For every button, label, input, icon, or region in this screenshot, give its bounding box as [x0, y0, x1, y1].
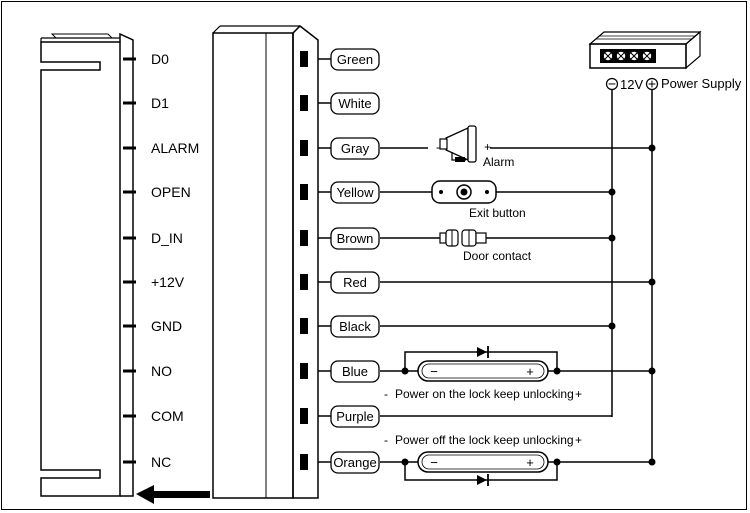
wire-label: Green — [337, 52, 373, 67]
lock-no-circuit: − + — [404, 346, 558, 382]
wire-label-box — [330, 181, 380, 204]
lock-no-plus: + — [526, 364, 534, 379]
socket-mark — [300, 408, 308, 424]
wire-label: Yellow — [336, 185, 374, 200]
socket-mark — [300, 140, 308, 156]
wire-label: Gray — [341, 141, 370, 156]
wire-label-box — [330, 271, 380, 294]
socket-mark — [300, 230, 308, 246]
wire-label-box — [330, 227, 380, 250]
alarm-minus-sign: - — [436, 140, 440, 154]
lock-nc-plus: + — [526, 455, 534, 470]
socket-mark — [300, 363, 308, 379]
lock-nc-minus: − — [430, 455, 438, 470]
pin-label: COM — [151, 408, 184, 424]
pin-label: +12V — [151, 274, 185, 290]
wire-label: Blue — [342, 364, 368, 379]
wire-label: Purple — [336, 409, 374, 424]
lock-nc-caption-plus: + — [575, 433, 582, 447]
exit-button-icon — [431, 180, 497, 204]
lock-nc-circuit: − + — [404, 451, 558, 486]
pin-label: D0 — [151, 51, 169, 67]
pin-label: NO — [151, 363, 172, 379]
alarm-siren-icon — [439, 125, 477, 163]
controller-board — [40, 32, 134, 497]
alarm-plus-sign: + — [484, 140, 491, 154]
minus-terminal-icon — [605, 77, 619, 91]
wire-label: Black — [339, 319, 371, 334]
pin-label: ALARM — [151, 140, 199, 156]
lock-nc-caption-minus: - — [384, 433, 388, 447]
lock-no-caption: Power on the lock keep unlocking — [395, 387, 574, 401]
wire-label-box — [330, 360, 380, 383]
alarm-label: Alarm — [483, 155, 514, 169]
door-contact-label: Door contact — [463, 249, 532, 263]
lock-no-caption-minus: - — [384, 387, 388, 401]
power-rails — [611, 90, 653, 462]
wire-label-box — [330, 48, 380, 71]
socket-mark — [300, 184, 308, 200]
wire-label-box — [330, 137, 380, 160]
wire-color-labels: GreenWhiteGrayYellowBrownRedBlackBluePur… — [318, 48, 380, 474]
lock-no-caption-plus: + — [575, 387, 582, 401]
exit-button-label: Exit button — [469, 206, 526, 220]
direction-arrow-icon — [136, 485, 210, 504]
wire-label-box — [330, 92, 380, 115]
socket-mark — [300, 454, 308, 470]
junction-dots — [401, 144, 656, 466]
ps-minus-sign: − — [608, 76, 616, 92]
wire-label: Orange — [333, 455, 376, 470]
wire-label: Brown — [337, 231, 374, 246]
connector-block — [212, 25, 319, 499]
socket-mark — [300, 51, 308, 67]
socket-mark — [300, 274, 308, 290]
pin-label: GND — [151, 318, 182, 334]
pin-label: D1 — [151, 95, 169, 111]
pin-label: OPEN — [151, 184, 191, 200]
ps-plus-sign: + — [648, 76, 656, 92]
socket-mark — [300, 318, 308, 334]
wire-label-box — [330, 315, 380, 338]
pin-label: NC — [151, 454, 171, 470]
door-contact-icon — [439, 229, 487, 247]
socket-mark — [300, 95, 308, 111]
power-supply-label: Power Supply — [661, 76, 742, 91]
wires — [380, 147, 652, 463]
wire-label: White — [338, 96, 371, 111]
wire-label: Red — [343, 275, 367, 290]
plus-terminal-icon — [645, 77, 659, 91]
connector-sockets — [300, 51, 308, 470]
wire-label-box — [330, 405, 380, 428]
lock-nc-caption: Power off the lock keep unlocking — [395, 433, 574, 447]
lock-no-minus: − — [430, 364, 438, 379]
wire-label-box — [330, 451, 380, 474]
ps-voltage-label: 12V — [620, 77, 643, 92]
power-supply: − 12V + Power Supply — [588, 30, 742, 92]
pin-label: D_IN — [151, 230, 183, 246]
